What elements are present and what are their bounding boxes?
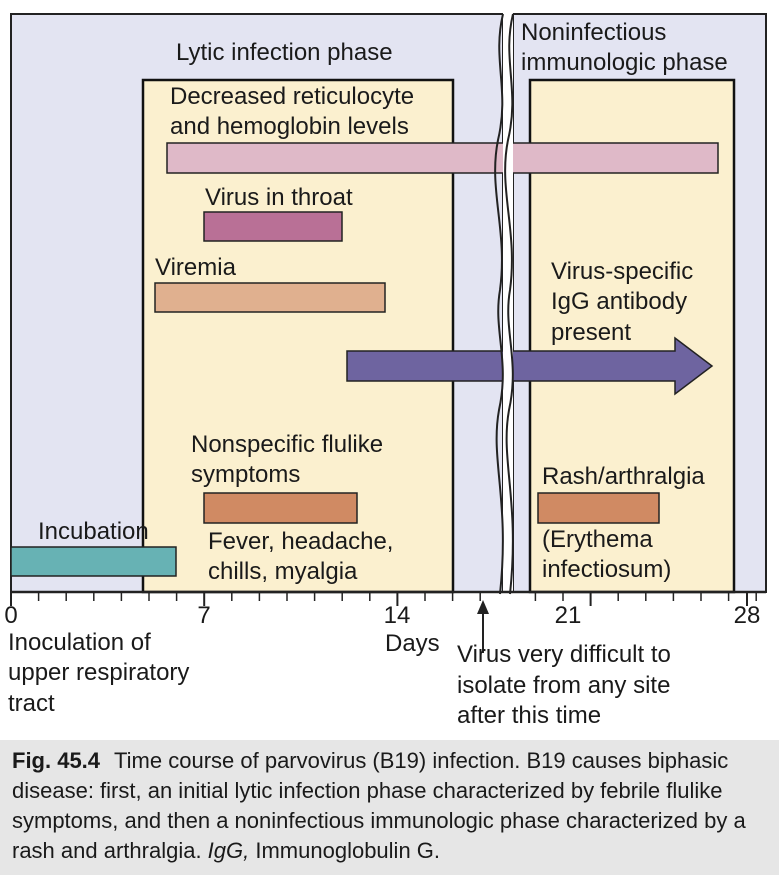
x-axis-ticks xyxy=(10,592,757,606)
throat-bar xyxy=(203,211,343,242)
axis-break-line-left xyxy=(494,13,504,595)
tick-label-28: 28 xyxy=(734,602,761,629)
rash-label: Rash/arthralgia xyxy=(542,463,705,490)
igg-label-line1: Virus-specific xyxy=(551,258,693,285)
noninfectious-phase-title-line1: Noninfectious xyxy=(521,19,666,46)
viremia-bar xyxy=(154,282,386,313)
flulike-label-line1: Nonspecific flulike xyxy=(191,431,383,458)
noninfectious-phase-title-line2: immunologic phase xyxy=(521,49,728,76)
inoculation-label-line1: Inoculation of xyxy=(8,629,151,656)
flulike-bar xyxy=(203,492,358,524)
fever-label-line2: chills, myalgia xyxy=(208,558,358,585)
virus-note-line2: isolate from any site xyxy=(457,672,670,699)
virus-note-line1: Virus very difficult to xyxy=(457,641,671,668)
fever-label-line1: Fever, headache, xyxy=(208,528,393,555)
caption-text: Time course of parvovirus (B19) infectio… xyxy=(12,748,746,863)
virus-note-arrow-head xyxy=(477,600,489,614)
tick-label-7: 7 xyxy=(197,602,210,629)
reticulocyte-label-line1: Decreased reticulocyte xyxy=(170,83,414,110)
igg-label-line3: present xyxy=(551,319,631,346)
reticulocyte-label-line2: and hemoglobin levels xyxy=(170,113,409,140)
figure-number: Fig. 45.4 xyxy=(12,748,101,773)
caption-abbreviation: IgG, xyxy=(207,838,250,863)
parvovirus-timeline-diagram: Lytic infection phase Noninfectious immu… xyxy=(4,13,767,729)
lytic-phase-title: Lytic infection phase xyxy=(176,39,393,66)
igg-arrow xyxy=(346,336,714,396)
throat-label: Virus in throat xyxy=(205,184,353,211)
flulike-label-line2: symptoms xyxy=(191,461,300,488)
axis-title-days: Days xyxy=(385,630,440,657)
tick-label-21: 21 xyxy=(555,602,582,629)
incubation-bar xyxy=(10,546,177,577)
viremia-label: Viremia xyxy=(155,254,237,281)
tick-label-14: 14 xyxy=(384,602,411,629)
erythema-label-line1: (Erythema xyxy=(542,526,653,553)
reticulocyte-bar xyxy=(166,142,719,174)
virus-note-line3: after this time xyxy=(457,702,601,729)
inoculation-label-line2: upper respiratory xyxy=(8,659,189,686)
incubation-label: Incubation xyxy=(38,518,149,545)
erythema-label-line2: infectiosum) xyxy=(542,556,671,583)
igg-label-line2: IgG antibody xyxy=(551,288,687,315)
caption-text-end: Immunoglobulin G. xyxy=(249,838,441,863)
rash-bar xyxy=(537,492,660,524)
tick-label-0: 0 xyxy=(4,602,17,629)
axis-break-line-right xyxy=(504,13,514,595)
inoculation-label-line3: tract xyxy=(8,690,55,717)
